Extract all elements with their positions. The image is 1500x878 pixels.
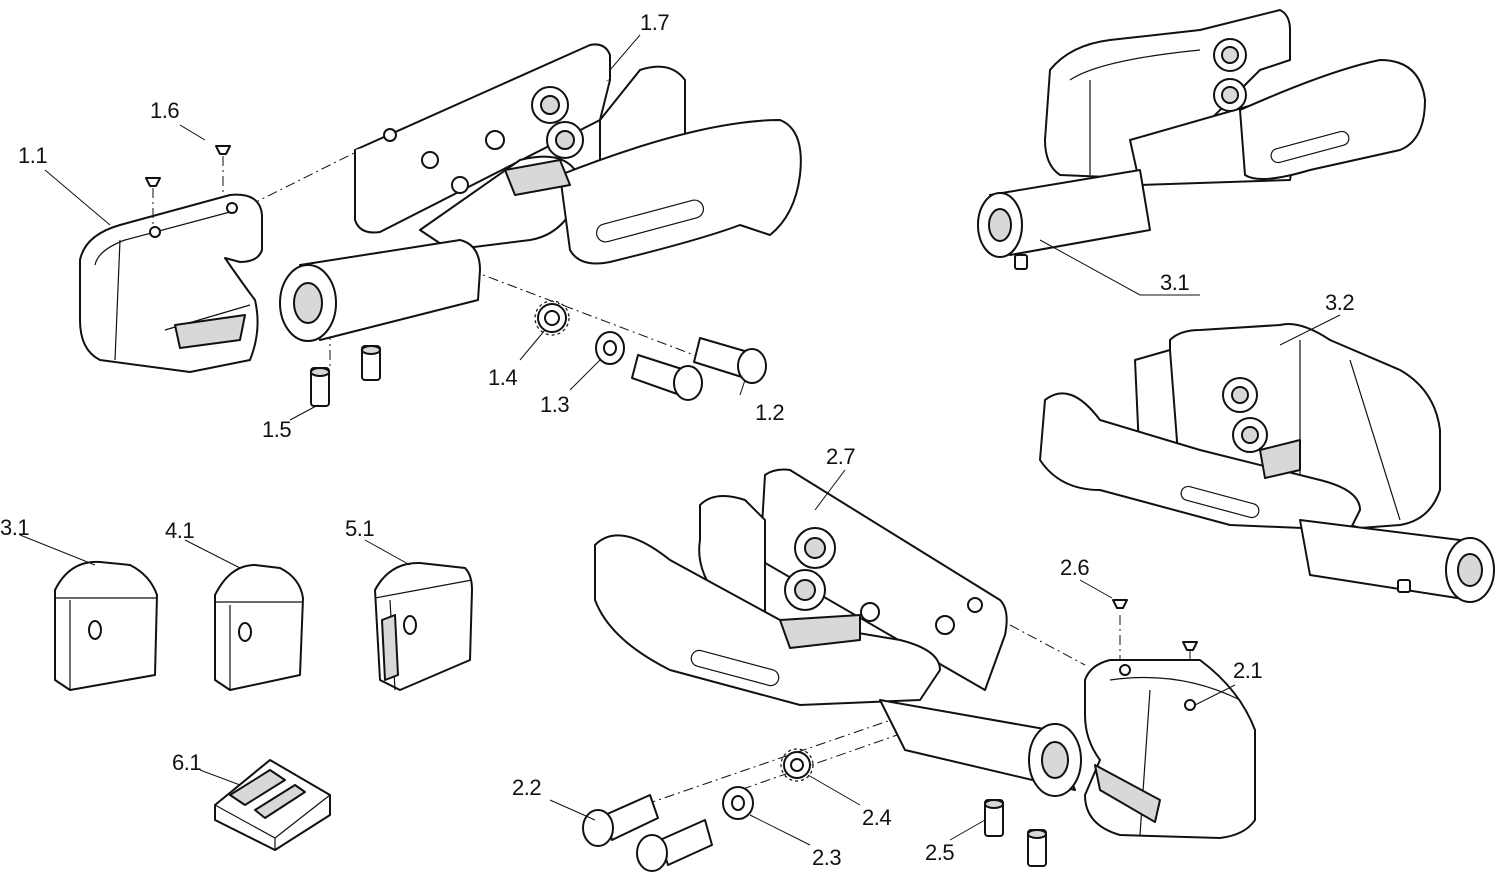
part-2-1-cover (1084, 659, 1256, 839)
part-1-1-cover (79, 193, 263, 373)
assembly-1 (79, 43, 802, 407)
part-1-3-washer (595, 331, 625, 365)
part-1-5-screws (310, 345, 381, 407)
assembly-2 (582, 468, 1256, 872)
part-6-1-pad (214, 759, 331, 851)
part-2-2-bolts (582, 794, 713, 872)
callout-labels: 1.1 1.6 1.7 1.4 1.3 1.2 1.5 3.1 3.2 3.1 … (0, 10, 1355, 870)
label-4-1: 4.1 (165, 518, 194, 543)
label-2-6: 2.6 (1060, 555, 1089, 580)
label-3-1-left: 3.1 (0, 515, 29, 540)
part-2-5-screws (984, 799, 1047, 867)
part-1-2-bolts (631, 337, 767, 401)
part-2-4-lock-washer (780, 748, 814, 782)
part-2-3-washer (722, 786, 754, 820)
label-1-2: 1.2 (755, 400, 784, 425)
assembly-3-2 (1039, 323, 1495, 603)
label-2-5: 2.5 (925, 840, 954, 865)
label-6-1: 6.1 (172, 750, 201, 775)
label-1-7: 1.7 (640, 10, 669, 35)
part-2-7-body (594, 468, 1082, 797)
part-5-1-insert (374, 561, 473, 691)
label-2-7: 2.7 (826, 444, 855, 469)
part-1-6-screws (145, 145, 231, 225)
label-1-5: 1.5 (262, 417, 291, 442)
label-5-1: 5.1 (345, 516, 374, 541)
part-4-1-insert (214, 564, 304, 691)
part-1-7-body (279, 43, 802, 342)
label-1-4: 1.4 (488, 365, 517, 390)
label-1-1: 1.1 (18, 143, 47, 168)
label-2-3: 2.3 (812, 845, 841, 870)
leader-lines (19, 34, 1341, 846)
label-1-6: 1.6 (150, 98, 179, 123)
label-3-2: 3.2 (1325, 290, 1354, 315)
label-2-1: 2.1 (1233, 658, 1262, 683)
label-1-3: 1.3 (540, 392, 569, 417)
part-3-1-insert (54, 560, 158, 691)
label-2-4: 2.4 (862, 805, 891, 830)
label-2-2: 2.2 (512, 775, 541, 800)
label-3-1-top: 3.1 (1160, 270, 1189, 295)
assembly-3-1 (977, 9, 1426, 270)
part-1-4-lock-washer (534, 300, 570, 336)
part-2-6-screws (1112, 599, 1198, 651)
